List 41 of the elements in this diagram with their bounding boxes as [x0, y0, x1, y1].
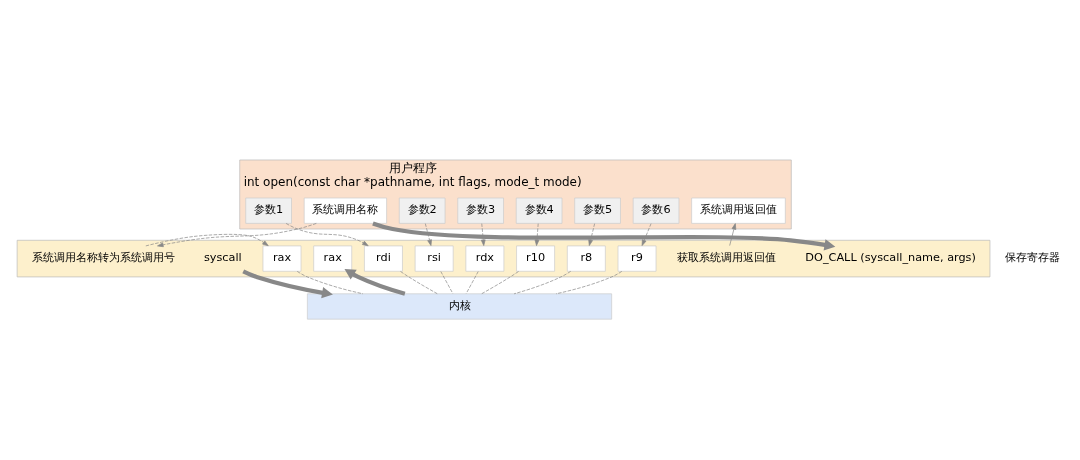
connector — [465, 270, 479, 294]
arrow — [480, 222, 486, 246]
node-box: r9 — [617, 245, 657, 272]
arrow — [588, 222, 595, 246]
arrow — [285, 222, 369, 246]
arrow — [145, 233, 269, 246]
connector — [400, 270, 438, 294]
arrow — [729, 222, 737, 246]
node-box: 参数2 — [398, 197, 446, 224]
node-box: 参数5 — [574, 197, 621, 224]
node-text: 系统调用名称转为系统调用号 — [31, 250, 175, 264]
arrow — [372, 220, 836, 250]
node-text: 获取系统调用返回值 — [677, 250, 776, 264]
connector — [481, 270, 519, 294]
arrow — [641, 222, 652, 246]
node-box: rsi — [414, 245, 454, 272]
node-box: 系统调用返回值 — [691, 197, 786, 224]
node-box: 系统调用名称 — [303, 197, 387, 224]
node-box: rdi — [364, 245, 403, 272]
node-box: 参数1 — [245, 197, 292, 224]
node-box: r10 — [516, 245, 555, 272]
arrow — [424, 222, 432, 246]
node-box: rdx — [465, 245, 505, 272]
arrow — [344, 268, 406, 296]
connector — [513, 270, 572, 294]
node-text: syscall — [203, 250, 242, 264]
node-box: rax — [262, 245, 302, 272]
node-box: 参数3 — [457, 197, 504, 224]
node-box: 内核 — [307, 292, 613, 320]
node-box: rax — [313, 245, 353, 272]
arrow — [534, 222, 540, 246]
node-box: 参数6 — [632, 197, 680, 224]
connector — [296, 270, 364, 294]
node-box: 参数4 — [515, 197, 563, 224]
connector — [555, 270, 623, 294]
label: 保存寄存器 — [1005, 250, 1061, 264]
node-box: r8 — [566, 245, 606, 272]
node-text: DO_CALL (syscall_name, args) — [805, 250, 976, 264]
arrow — [157, 222, 317, 247]
arrow — [242, 268, 333, 298]
connector — [440, 270, 454, 294]
